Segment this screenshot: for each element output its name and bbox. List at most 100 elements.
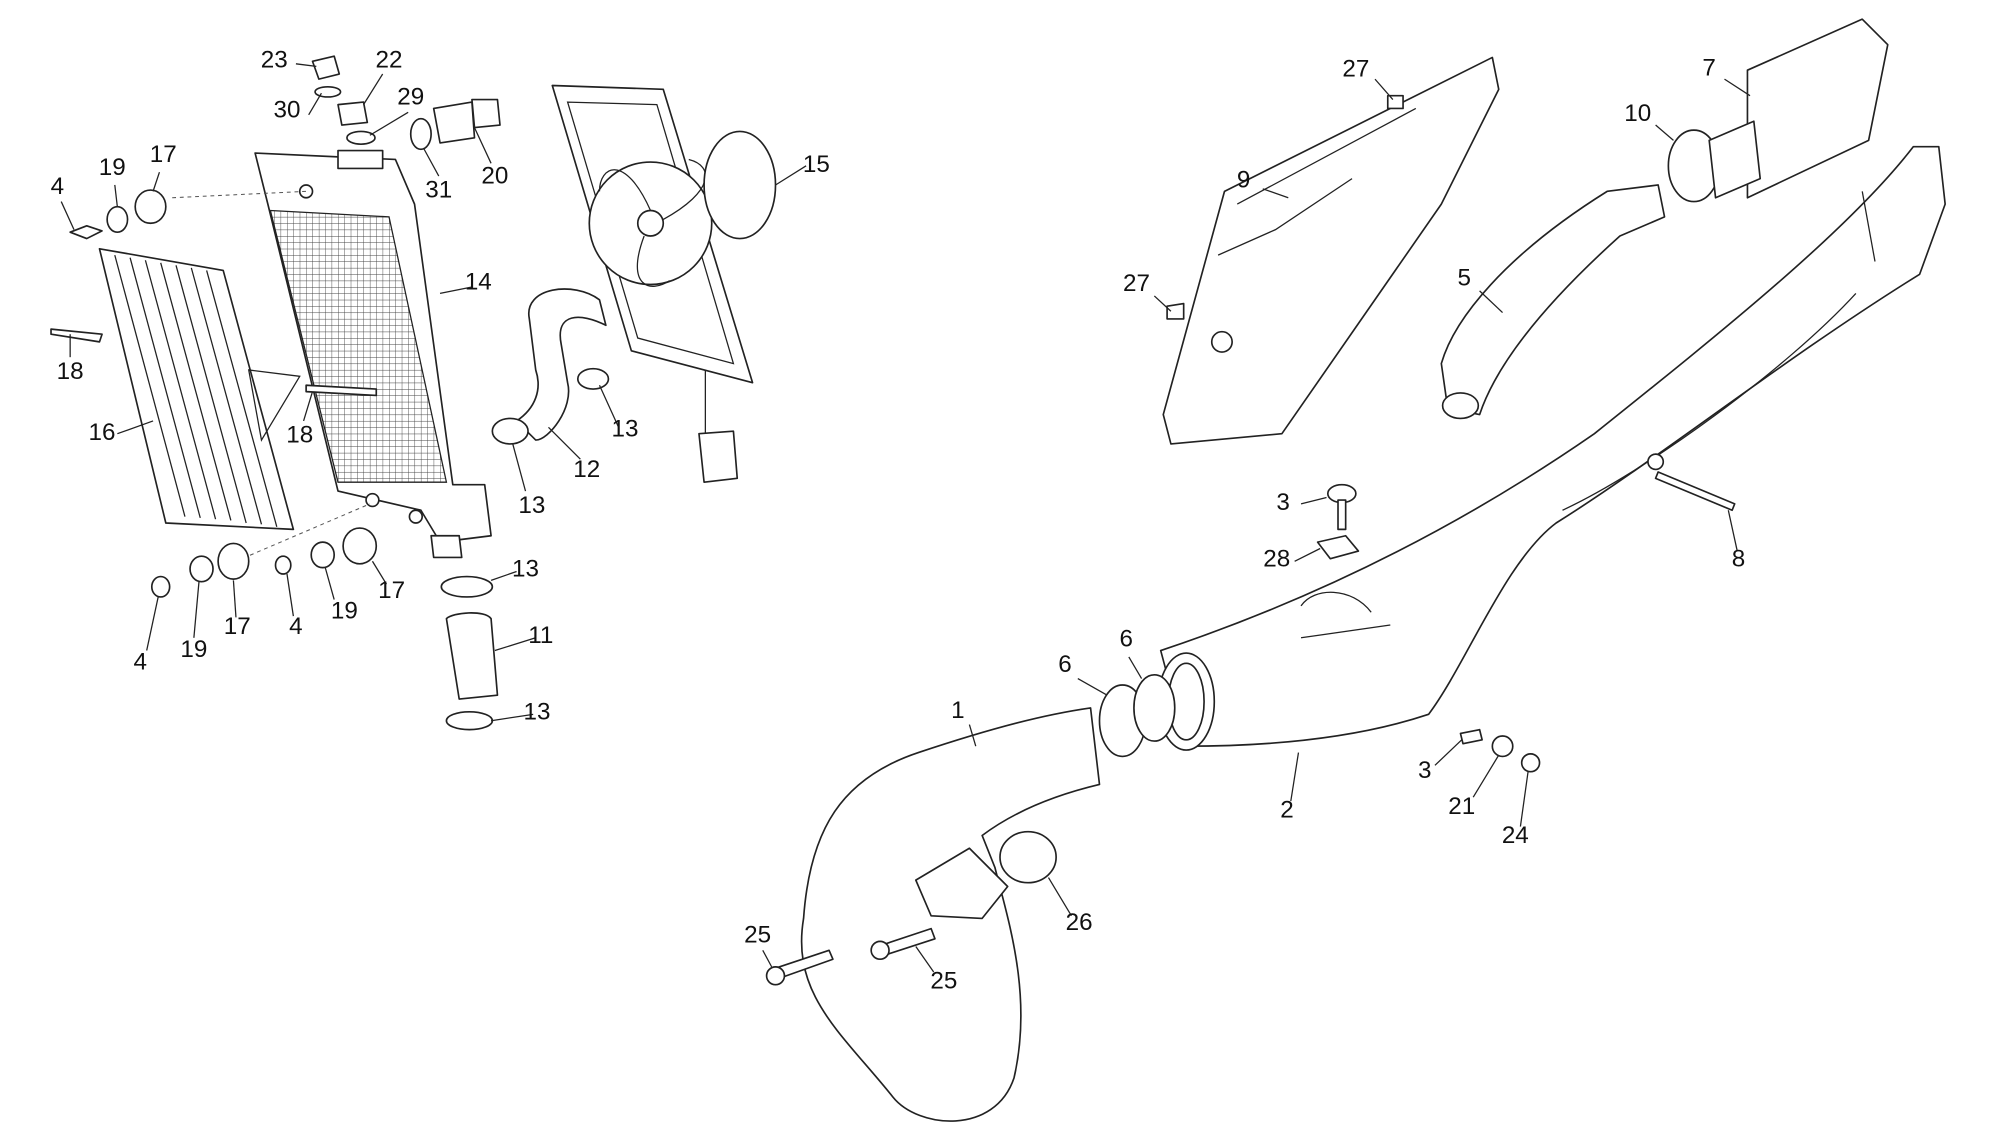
leader-line [324,567,335,600]
leader-line [1472,754,1500,798]
callout-label-7: 7 [1702,54,1715,81]
callout-label-27: 27 [1123,270,1150,297]
leader-line [152,172,161,192]
leader-line [915,946,935,973]
leader-line [490,570,517,581]
leader-line [1479,290,1503,313]
callout-label-17: 17 [150,141,177,168]
leader-line [193,581,200,638]
callout-label-31: 31 [425,177,452,204]
callout-label-11: 11 [528,622,553,649]
leader-line [114,184,118,207]
leader-line [775,165,807,186]
callout-label-25: 25 [744,922,771,949]
radiator-cap-parts [311,55,501,151]
leader-line [762,949,773,968]
callout-label-3: 3 [1276,489,1289,516]
callout-label-13: 13 [612,415,639,442]
leader-line [1655,124,1674,141]
leader-line [490,713,534,722]
leader-line [1077,678,1108,696]
callout-label-18: 18 [286,422,313,449]
leader-line [1724,78,1751,97]
callout-label-17: 17 [224,613,251,640]
leader-line [1047,877,1072,917]
leader-line [369,111,409,136]
callout-label-28: 28 [1263,545,1290,572]
callout-label-19: 19 [180,636,207,663]
callout-label-21: 21 [1448,793,1475,820]
callout-label-15: 15 [803,151,830,178]
callout-label-4: 4 [134,649,147,676]
callout-label-17: 17 [378,577,405,604]
leader-line [548,426,581,460]
leader-line [117,420,154,435]
leader-line [146,596,159,651]
callout-label-27: 27 [1342,56,1369,83]
leader-line [286,573,294,617]
leader-line [473,127,492,164]
leader-line [1519,771,1529,827]
leader-line [1128,656,1143,679]
callout-label-19: 19 [331,598,358,625]
header-pipe [800,707,1101,1122]
gasket [1133,673,1176,742]
leader-line [232,580,237,618]
leader-line [1294,547,1321,562]
leader-line [1434,739,1463,766]
leader-line [371,560,388,585]
muffler-assembly [1440,18,1889,420]
leader-line [512,443,527,492]
callout-label-13: 13 [524,698,551,725]
radiator-guard [98,247,301,531]
callout-label-2: 2 [1280,797,1293,824]
callout-label-1: 1 [951,697,964,724]
leader-line [1374,78,1394,100]
fasteners-right [765,471,1736,986]
callout-label-19: 19 [99,154,126,181]
callout-label-29: 29 [397,84,424,111]
callout-label-4: 4 [289,613,302,640]
leader-line [1290,752,1300,802]
leader-line [422,147,440,177]
callout-label-8: 8 [1732,545,1745,572]
leader-line [1727,510,1738,552]
callout-label-5: 5 [1458,265,1471,292]
callout-label-25: 25 [930,968,957,995]
callout-label-16: 16 [89,419,116,446]
cooling-fan [551,84,777,484]
callout-label-20: 20 [481,163,508,190]
callout-label-13: 13 [518,492,545,519]
callout-label-14: 14 [465,269,492,296]
leader-line [1262,188,1289,199]
leader-line [1153,295,1172,312]
leader-line [1300,496,1327,505]
callout-label-23: 23 [261,47,288,74]
callout-label-4: 4 [51,173,64,200]
leader-line [968,724,977,747]
callout-label-6: 6 [1058,651,1071,678]
leader-line [598,384,620,428]
callout-label-22: 22 [376,47,403,74]
leader-line [362,73,384,105]
leader-line [308,92,322,116]
callout-label-18: 18 [57,358,84,385]
callout-label-9: 9 [1237,167,1250,194]
radiator [254,149,492,559]
callout-label-3: 3 [1418,757,1431,784]
fasteners-left [50,189,378,598]
leader-line [302,391,314,422]
callout-label-6: 6 [1120,626,1133,653]
callout-label-13: 13 [512,556,539,583]
callout-label-10: 10 [1624,100,1651,127]
callout-label-30: 30 [274,96,301,123]
leader-line [494,637,536,652]
callout-label-24: 24 [1502,822,1529,849]
callout-label-12: 12 [573,456,600,483]
callout-label-26: 26 [1066,909,1093,936]
guide-line [235,503,371,562]
leader-line [295,63,317,67]
leader-line [439,286,473,295]
